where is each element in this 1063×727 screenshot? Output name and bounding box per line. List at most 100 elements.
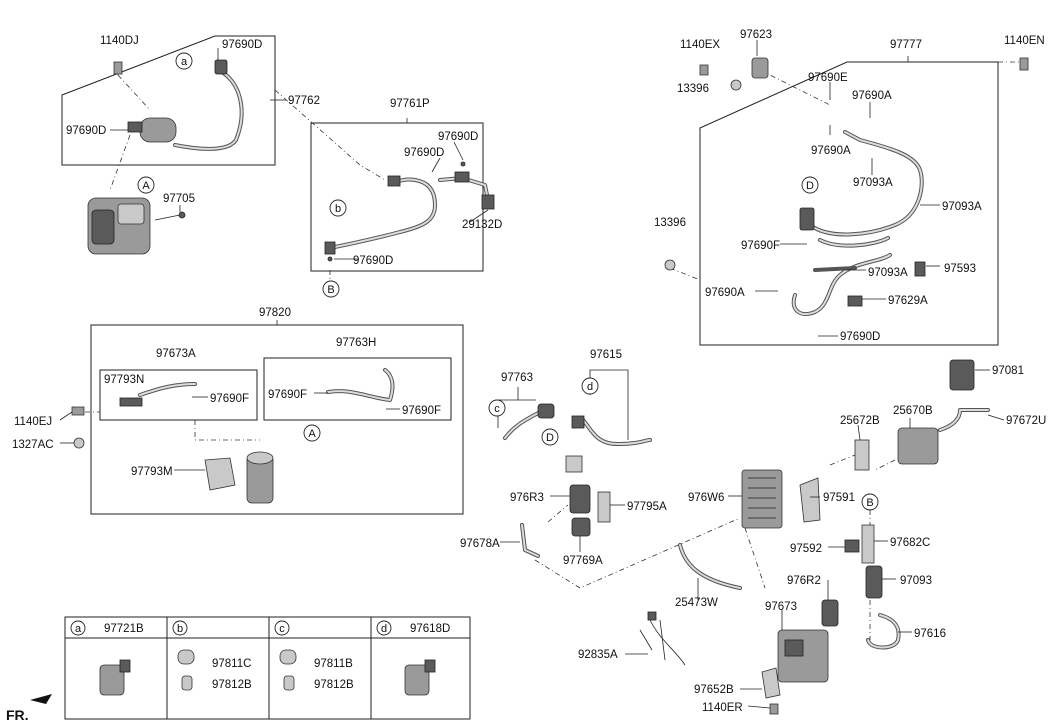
label-97690F: 97690F bbox=[741, 240, 780, 252]
group-97762-frame bbox=[61, 35, 276, 166]
muffler-97762 bbox=[139, 117, 177, 143]
callout-B: B bbox=[866, 497, 873, 509]
legend-letter-d: d bbox=[381, 623, 387, 635]
pump-25670B bbox=[897, 427, 939, 465]
module-97673-port bbox=[784, 639, 804, 657]
label-1140EJ: 1140EJ bbox=[14, 416, 52, 428]
legend-core-b-icon bbox=[181, 675, 193, 691]
label-97678A: 97678A bbox=[460, 538, 500, 550]
label-97690F: 97690F bbox=[402, 405, 441, 417]
label-97093A: 97093A bbox=[853, 177, 893, 189]
callout-d-circle bbox=[581, 377, 599, 395]
legend-b-circle bbox=[172, 620, 188, 636]
group-97762 bbox=[61, 35, 386, 191]
legend-part-97811B: 97811B bbox=[314, 658, 353, 670]
label-976R2: 976R2 bbox=[787, 575, 821, 587]
compressor-head bbox=[117, 203, 145, 225]
compressor-clutch bbox=[91, 209, 115, 245]
front-arrow-icon bbox=[30, 694, 52, 704]
label-97793N: 97793N bbox=[104, 374, 144, 386]
label-97793M: 97793M bbox=[131, 466, 173, 478]
label-25473W: 25473W bbox=[675, 597, 718, 609]
valve-976R2 bbox=[821, 599, 839, 627]
legend-part-97812B: 97812B bbox=[212, 679, 252, 691]
callout-B-circle bbox=[322, 280, 340, 298]
group-97761P-frame bbox=[310, 122, 484, 272]
legend-switch-a-cap bbox=[119, 659, 131, 673]
label-976R3: 976R3 bbox=[510, 492, 544, 504]
legend-core-c-icon bbox=[283, 675, 295, 691]
label-976W6: 976W6 bbox=[688, 492, 724, 504]
label-13396: 13396 bbox=[677, 83, 709, 95]
group-97777 bbox=[669, 56, 1022, 346]
bolt-1140DJ bbox=[113, 61, 123, 75]
fitting-97761P-c bbox=[324, 241, 336, 255]
oring-97690D-e bbox=[327, 256, 333, 262]
bracket-97652B bbox=[761, 667, 781, 699]
callout-D: D bbox=[546, 432, 554, 444]
label-97705: 97705 bbox=[163, 193, 195, 205]
callout-A2-circle bbox=[303, 424, 321, 442]
label-97673A: 97673A bbox=[156, 348, 196, 360]
callout-A: A bbox=[308, 428, 316, 440]
callout-D: D bbox=[806, 180, 814, 192]
label-97690D: 97690D bbox=[66, 125, 106, 137]
valve-97769A bbox=[571, 517, 591, 537]
label-92835A: 92835A bbox=[578, 649, 618, 661]
label-97623: 97623 bbox=[740, 29, 772, 41]
sensor-97623 bbox=[751, 57, 769, 79]
clip-97592 bbox=[844, 539, 860, 553]
legend-letter-c: c bbox=[279, 623, 285, 635]
label-97593: 97593 bbox=[944, 263, 976, 275]
fitting-29132D bbox=[481, 194, 495, 210]
label-29132D: 29132D bbox=[462, 219, 502, 231]
label-97093A: 97093A bbox=[942, 201, 982, 213]
label-97690A: 97690A bbox=[811, 145, 851, 157]
bracket-97762 bbox=[127, 121, 143, 133]
label-97777: 97777 bbox=[890, 39, 922, 51]
bracket-97591 bbox=[799, 477, 821, 523]
group-97763-97615 bbox=[497, 369, 652, 473]
label-97820: 97820 bbox=[259, 307, 291, 319]
fitting-97615 bbox=[571, 415, 585, 429]
label-97763: 97763 bbox=[501, 372, 533, 384]
label-97690D: 97690D bbox=[222, 39, 262, 51]
legend-switch-a-icon bbox=[99, 664, 125, 696]
bolt-1140EJ bbox=[71, 406, 85, 416]
callout-b-circle bbox=[329, 199, 347, 217]
label-1140EX: 1140EX bbox=[680, 39, 720, 51]
label-97795A: 97795A bbox=[627, 501, 667, 513]
bracket-25672B bbox=[854, 439, 870, 471]
nut-13396-b bbox=[664, 259, 676, 271]
valve-97093 bbox=[865, 565, 883, 599]
label-97591: 97591 bbox=[823, 492, 855, 504]
bracket-97793M bbox=[204, 457, 236, 491]
label-1140EN: 1140EN bbox=[1004, 35, 1045, 47]
pipe-97682C bbox=[861, 524, 875, 564]
group-97761P bbox=[310, 118, 495, 280]
label-97093A: 97093A bbox=[868, 267, 908, 279]
legend-part-97618D: 97618D bbox=[410, 623, 450, 635]
legend-part-97721B: 97721B bbox=[104, 623, 144, 635]
label-97690D: 97690D bbox=[404, 147, 444, 159]
label-1140ER: 1140ER bbox=[702, 702, 743, 714]
callout-a-circle bbox=[175, 52, 193, 70]
label-97592: 97592 bbox=[790, 543, 822, 555]
legend-part-97811C: 97811C bbox=[212, 658, 251, 670]
legend-part-97812B: 97812B bbox=[314, 679, 354, 691]
label-97672U: 97672U bbox=[1006, 415, 1046, 427]
label-97763H: 97763H bbox=[336, 337, 376, 349]
label-97629A: 97629A bbox=[888, 295, 928, 307]
accumulator-cap bbox=[246, 451, 274, 465]
nut-13396-a bbox=[730, 79, 742, 91]
label-97690D: 97690D bbox=[840, 331, 880, 343]
fitting-97761P-b bbox=[387, 175, 401, 187]
valve-976R3 bbox=[569, 484, 591, 514]
oring-97690D-c bbox=[460, 161, 466, 167]
part-labels: 1140DJ 97690D 97762 97690D 97705 97761P … bbox=[12, 29, 1046, 714]
label-25670B: 25670B bbox=[893, 405, 933, 417]
callout-c: c bbox=[494, 403, 500, 415]
label-97690A: 97690A bbox=[852, 90, 892, 102]
